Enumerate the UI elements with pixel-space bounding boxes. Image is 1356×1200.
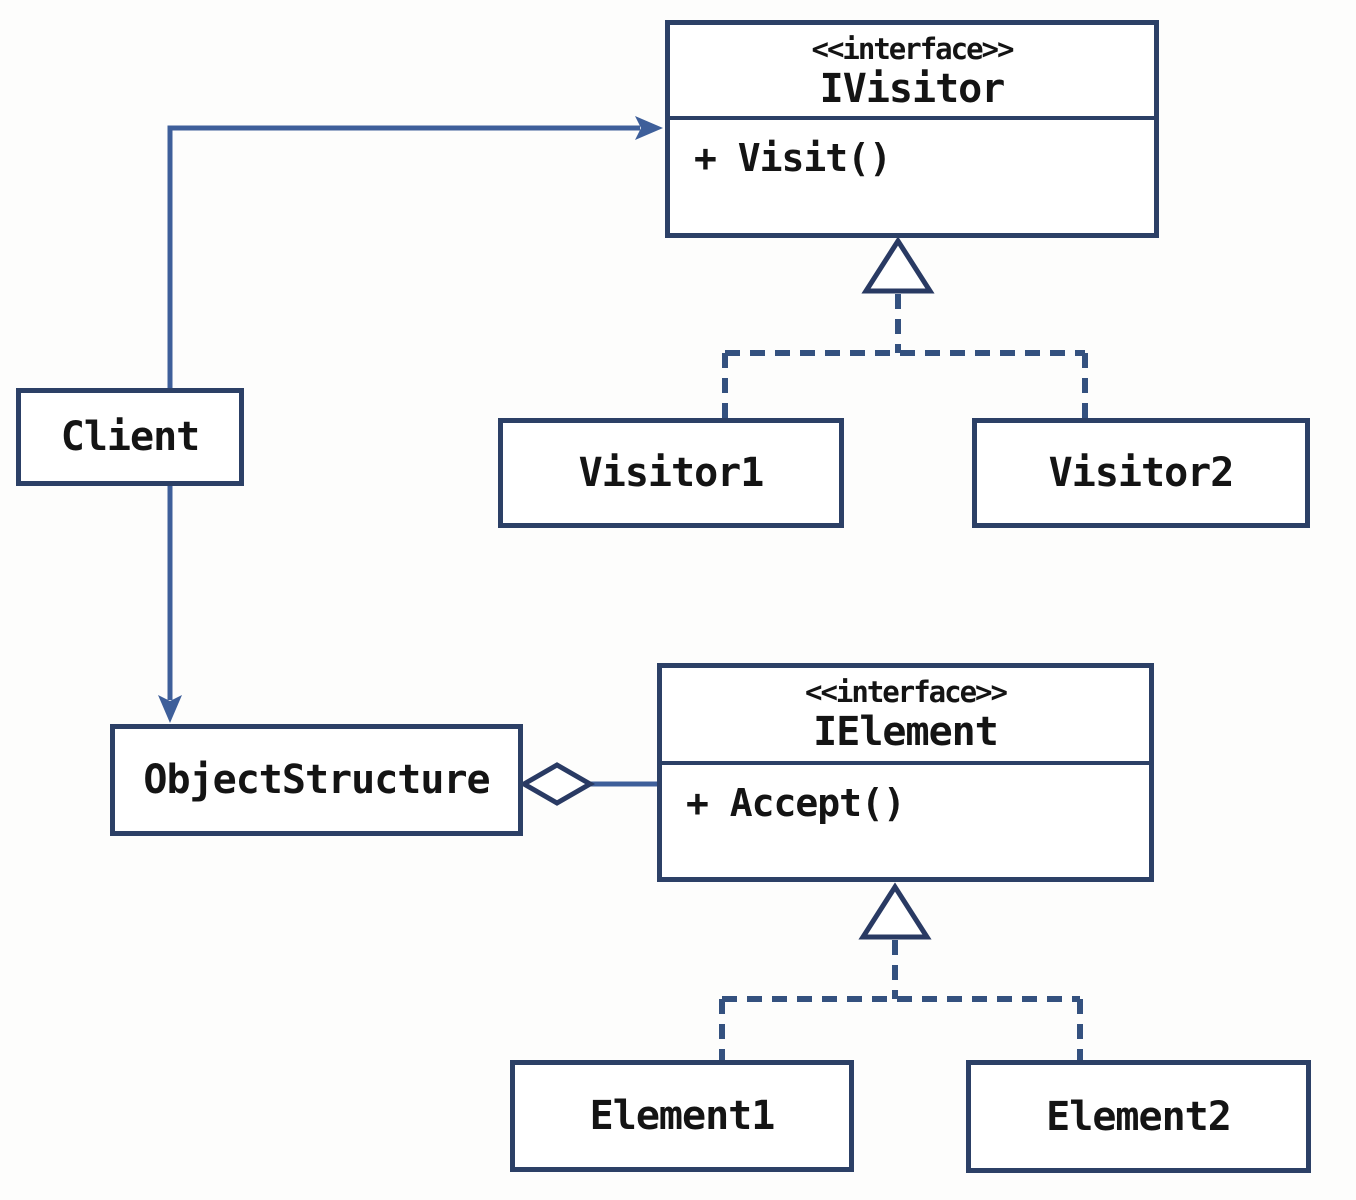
element1-name: Element1 bbox=[589, 1093, 776, 1139]
ielement-method-section: + Accept() bbox=[662, 765, 1149, 877]
visitor1-name: Visitor1 bbox=[578, 450, 765, 496]
class-box-ivisitor: <<interface>> IVisitor + Visit() bbox=[665, 20, 1159, 238]
ielement-header: <<interface>> IElement bbox=[662, 668, 1149, 765]
class-box-visitor1: Visitor1 bbox=[498, 418, 844, 528]
aggregation-diamond-icon bbox=[518, 762, 596, 806]
visitor2-name: Visitor2 bbox=[1048, 450, 1235, 496]
class-box-objectstructure: ObjectStructure bbox=[110, 724, 523, 836]
ivisitor-method-visit: + Visit() bbox=[694, 136, 892, 180]
ielement-method-accept: + Accept() bbox=[686, 781, 906, 825]
ivisitor-name: IVisitor bbox=[819, 66, 1006, 112]
ielement-stereotype: <<interface>> bbox=[805, 675, 1008, 709]
ivisitor-generalization-triangle-icon bbox=[861, 236, 935, 294]
client-to-ivisitor-arrowhead bbox=[635, 116, 663, 140]
class-box-client: Client bbox=[16, 388, 244, 486]
client-to-objectstructure-arrowhead bbox=[158, 695, 182, 723]
ivisitor-header: <<interface>> IVisitor bbox=[670, 25, 1154, 120]
objectstructure-name: ObjectStructure bbox=[143, 757, 490, 803]
client-to-ivisitor-connector bbox=[167, 125, 640, 392]
ivisitor-method-section: + Visit() bbox=[670, 120, 1154, 233]
element2-name: Element2 bbox=[1046, 1093, 1232, 1140]
element-realization-dashed-lines bbox=[719, 940, 1083, 1060]
class-box-element2: Element2 bbox=[966, 1060, 1311, 1173]
class-box-element1: Element1 bbox=[510, 1060, 854, 1172]
ielement-generalization-triangle-icon bbox=[858, 882, 932, 940]
class-box-visitor2: Visitor2 bbox=[972, 418, 1310, 528]
client-name: Client bbox=[60, 414, 200, 460]
visitor-realization-dashed-lines bbox=[722, 294, 1088, 418]
class-box-ielement: <<interface>> IElement + Accept() bbox=[657, 663, 1154, 882]
ivisitor-stereotype: <<interface>> bbox=[811, 32, 1015, 66]
ielement-name: IElement bbox=[813, 709, 999, 755]
